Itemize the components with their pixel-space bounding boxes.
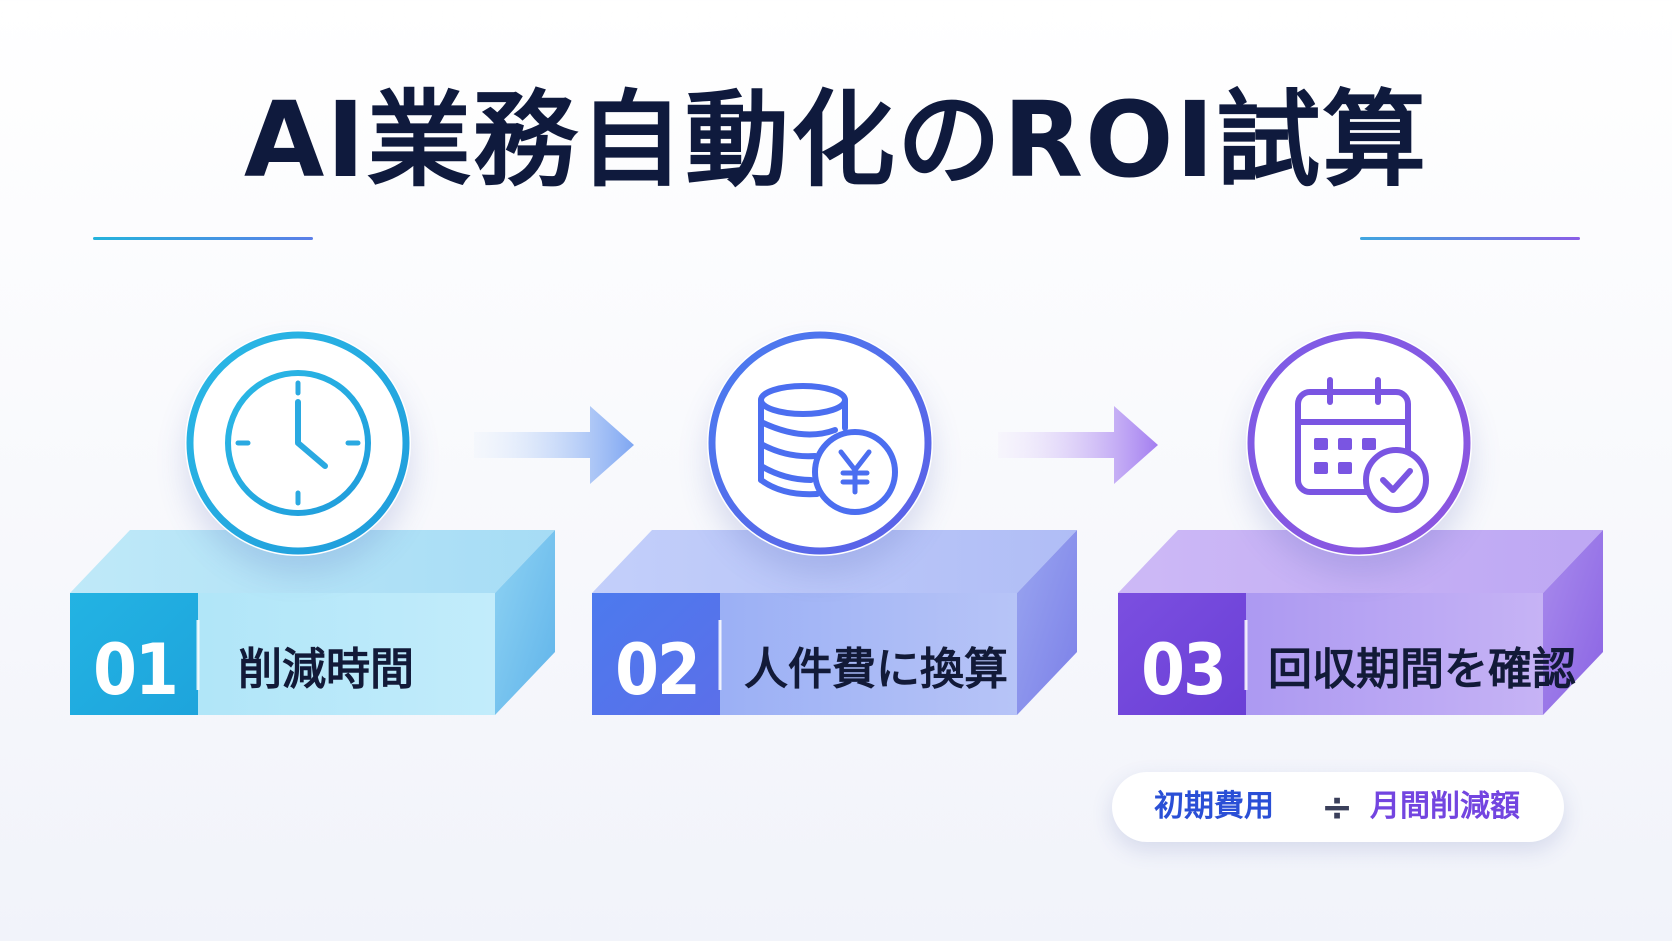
page-title: AI業務自動化のROI試算 [243, 79, 1429, 201]
step-1-number: 01 [93, 629, 179, 711]
step-3: 03 回収期間を確認 [1118, 330, 1608, 740]
formula-badge: 初期費用 ÷ 月間削減額 [1112, 772, 1564, 842]
calendar-check-icon [1247, 331, 1471, 555]
arrow-right-icon [998, 406, 1158, 484]
formula-numerator: 初期費用 [1154, 789, 1274, 824]
step-2-icon-circle [707, 330, 933, 556]
step-2-label: 人件費に換算 [744, 644, 1008, 695]
step-1-icon-circle [185, 330, 411, 556]
step-1: 01 削減時間 [70, 330, 560, 740]
formula-denominator: 月間削減額 [1370, 789, 1520, 824]
step-2-number: 02 [615, 629, 701, 711]
title-underline-right [1360, 237, 1580, 240]
step-2: 02 人件費に換算 [592, 330, 1082, 740]
step-2-block [592, 530, 1077, 715]
divide-icon: ÷ [1321, 785, 1353, 829]
clock-icon [186, 331, 410, 555]
yen-coins-icon [708, 331, 932, 555]
step-3-number: 03 [1141, 629, 1227, 711]
step-1-block [70, 530, 555, 715]
arrow-right-icon [474, 406, 634, 484]
step-3-label: 回収期間を確認 [1268, 644, 1576, 695]
step-1-label: 削減時間 [238, 644, 414, 695]
step-3-block [1118, 530, 1603, 715]
step-3-icon-circle [1246, 330, 1472, 556]
title-underline-left [93, 237, 313, 240]
